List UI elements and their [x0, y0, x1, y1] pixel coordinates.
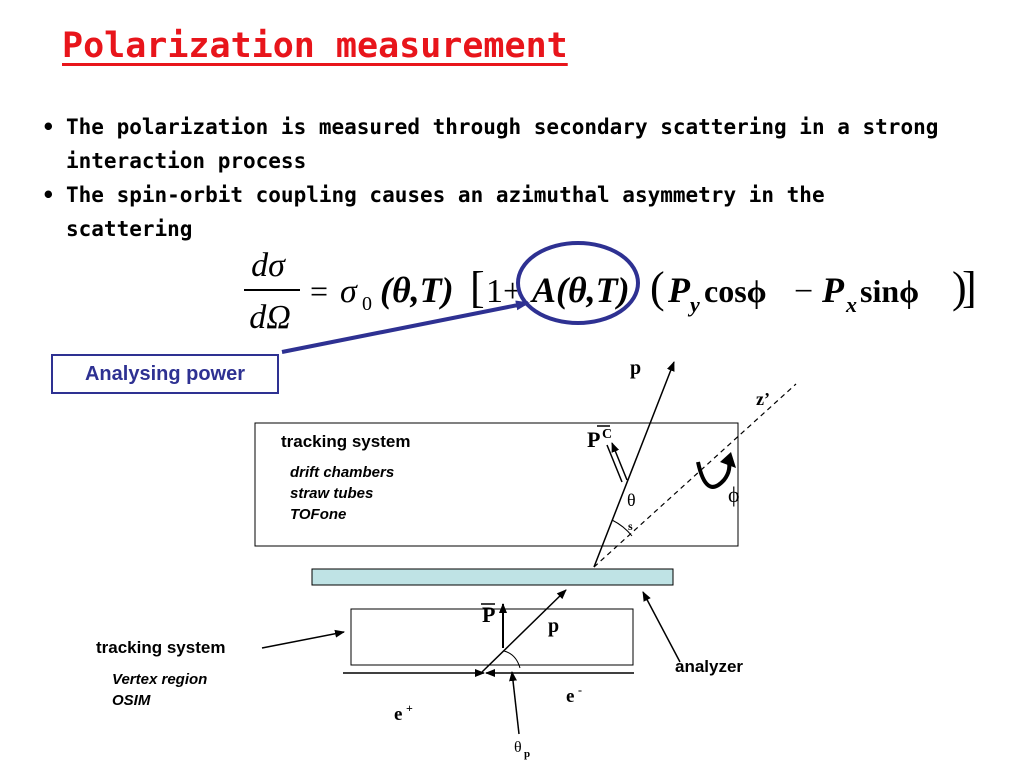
- formula-cos: cosϕ: [704, 273, 767, 309]
- upper-tracking-box: [254, 422, 739, 547]
- formula-analysing-power: A(θ,T): [530, 270, 630, 310]
- phi-arrow-head: [720, 452, 736, 468]
- component-tofone: TOFone: [290, 506, 347, 523]
- lower-tracking-pointer: [261, 629, 345, 649]
- label-theta-s-sub: s: [628, 519, 633, 533]
- formula-py: P: [667, 270, 691, 310]
- theta-p-arc: [503, 650, 521, 669]
- label-e-plus: e: [394, 704, 402, 725]
- analysing-power-box: Analysing power: [51, 354, 279, 394]
- formula-open-bracket: [: [470, 263, 485, 312]
- label-theta-s: θ: [627, 490, 636, 510]
- label-theta-p: θ: [514, 739, 522, 756]
- produced-proton-arrow: [481, 589, 567, 673]
- z-prime-axis: [593, 383, 797, 568]
- label-c-sup: C: [602, 427, 612, 442]
- formula-px-sub: x: [845, 292, 857, 317]
- formula-equals: =: [310, 273, 328, 309]
- formula-py-sub: y: [687, 292, 700, 317]
- formula-close-bracket: ]: [962, 263, 977, 312]
- label-p-vec-lower: P: [482, 602, 495, 627]
- label-p-top: p: [630, 357, 641, 379]
- formula-close-paren: ): [952, 263, 967, 312]
- formula-sin: sinϕ: [860, 273, 919, 309]
- upper-components: drift chambers straw tubes TOFone: [290, 462, 394, 525]
- lower-components: Vertex region OSIM: [112, 669, 207, 711]
- formula-px: P: [821, 270, 845, 310]
- bullet-item: The spin-orbit coupling causes an azimut…: [40, 178, 940, 246]
- formula-args: (θ,T): [380, 270, 454, 310]
- label-theta-p-sub: p: [524, 748, 530, 760]
- component-drift-chambers: drift chambers: [290, 464, 395, 481]
- upper-tracking-label: tracking system: [281, 432, 411, 451]
- formula-denominator: dΩ: [249, 299, 291, 336]
- analysing-power-highlight: [516, 241, 640, 325]
- label-p-lower: p: [548, 615, 559, 637]
- label-e-plus-sup: +: [406, 701, 413, 715]
- theta-p-pointer: [509, 671, 520, 735]
- label-e-minus-sup: -: [578, 683, 582, 697]
- component-straw-tubes: straw tubes: [290, 485, 374, 502]
- analyzer-pointer: [642, 591, 681, 663]
- page-title: Polarization measurement: [62, 26, 568, 66]
- theta-s-arc: [611, 519, 633, 537]
- cross-section-formula: dσ dΩ = σ 0 (θ,T) [ 1+ A(θ,T) ( P y cosϕ…: [244, 247, 977, 336]
- label-p-vec-upper: P: [587, 427, 600, 452]
- formula-sigma: σ: [340, 273, 358, 310]
- label-e-minus: e: [566, 686, 574, 707]
- analyzer-slab: [311, 568, 674, 586]
- lower-tracking-box: [350, 608, 634, 666]
- formula-open-paren: (: [650, 263, 665, 312]
- polarization-vector-upper-line: [606, 444, 623, 483]
- formula-sigma-sub: 0: [362, 293, 372, 315]
- bullet-item: The polarization is measured through sec…: [40, 110, 940, 178]
- component-vertex-region: Vertex region: [112, 671, 208, 688]
- component-osim: OSIM: [112, 692, 151, 709]
- label-phi: ϕ: [728, 482, 740, 507]
- bullet-list: The polarization is measured through sec…: [40, 110, 940, 246]
- formula-numerator: dσ: [251, 247, 286, 284]
- polarization-vector-upper: [611, 442, 628, 481]
- analysing-power-pointer: [281, 300, 530, 354]
- formula-minus: −: [794, 273, 813, 310]
- label-z-prime: z’: [756, 389, 770, 409]
- lower-tracking-label: tracking system: [96, 638, 226, 657]
- scattered-proton-arrow: [593, 361, 675, 568]
- analyzer-label: analyzer: [675, 657, 744, 676]
